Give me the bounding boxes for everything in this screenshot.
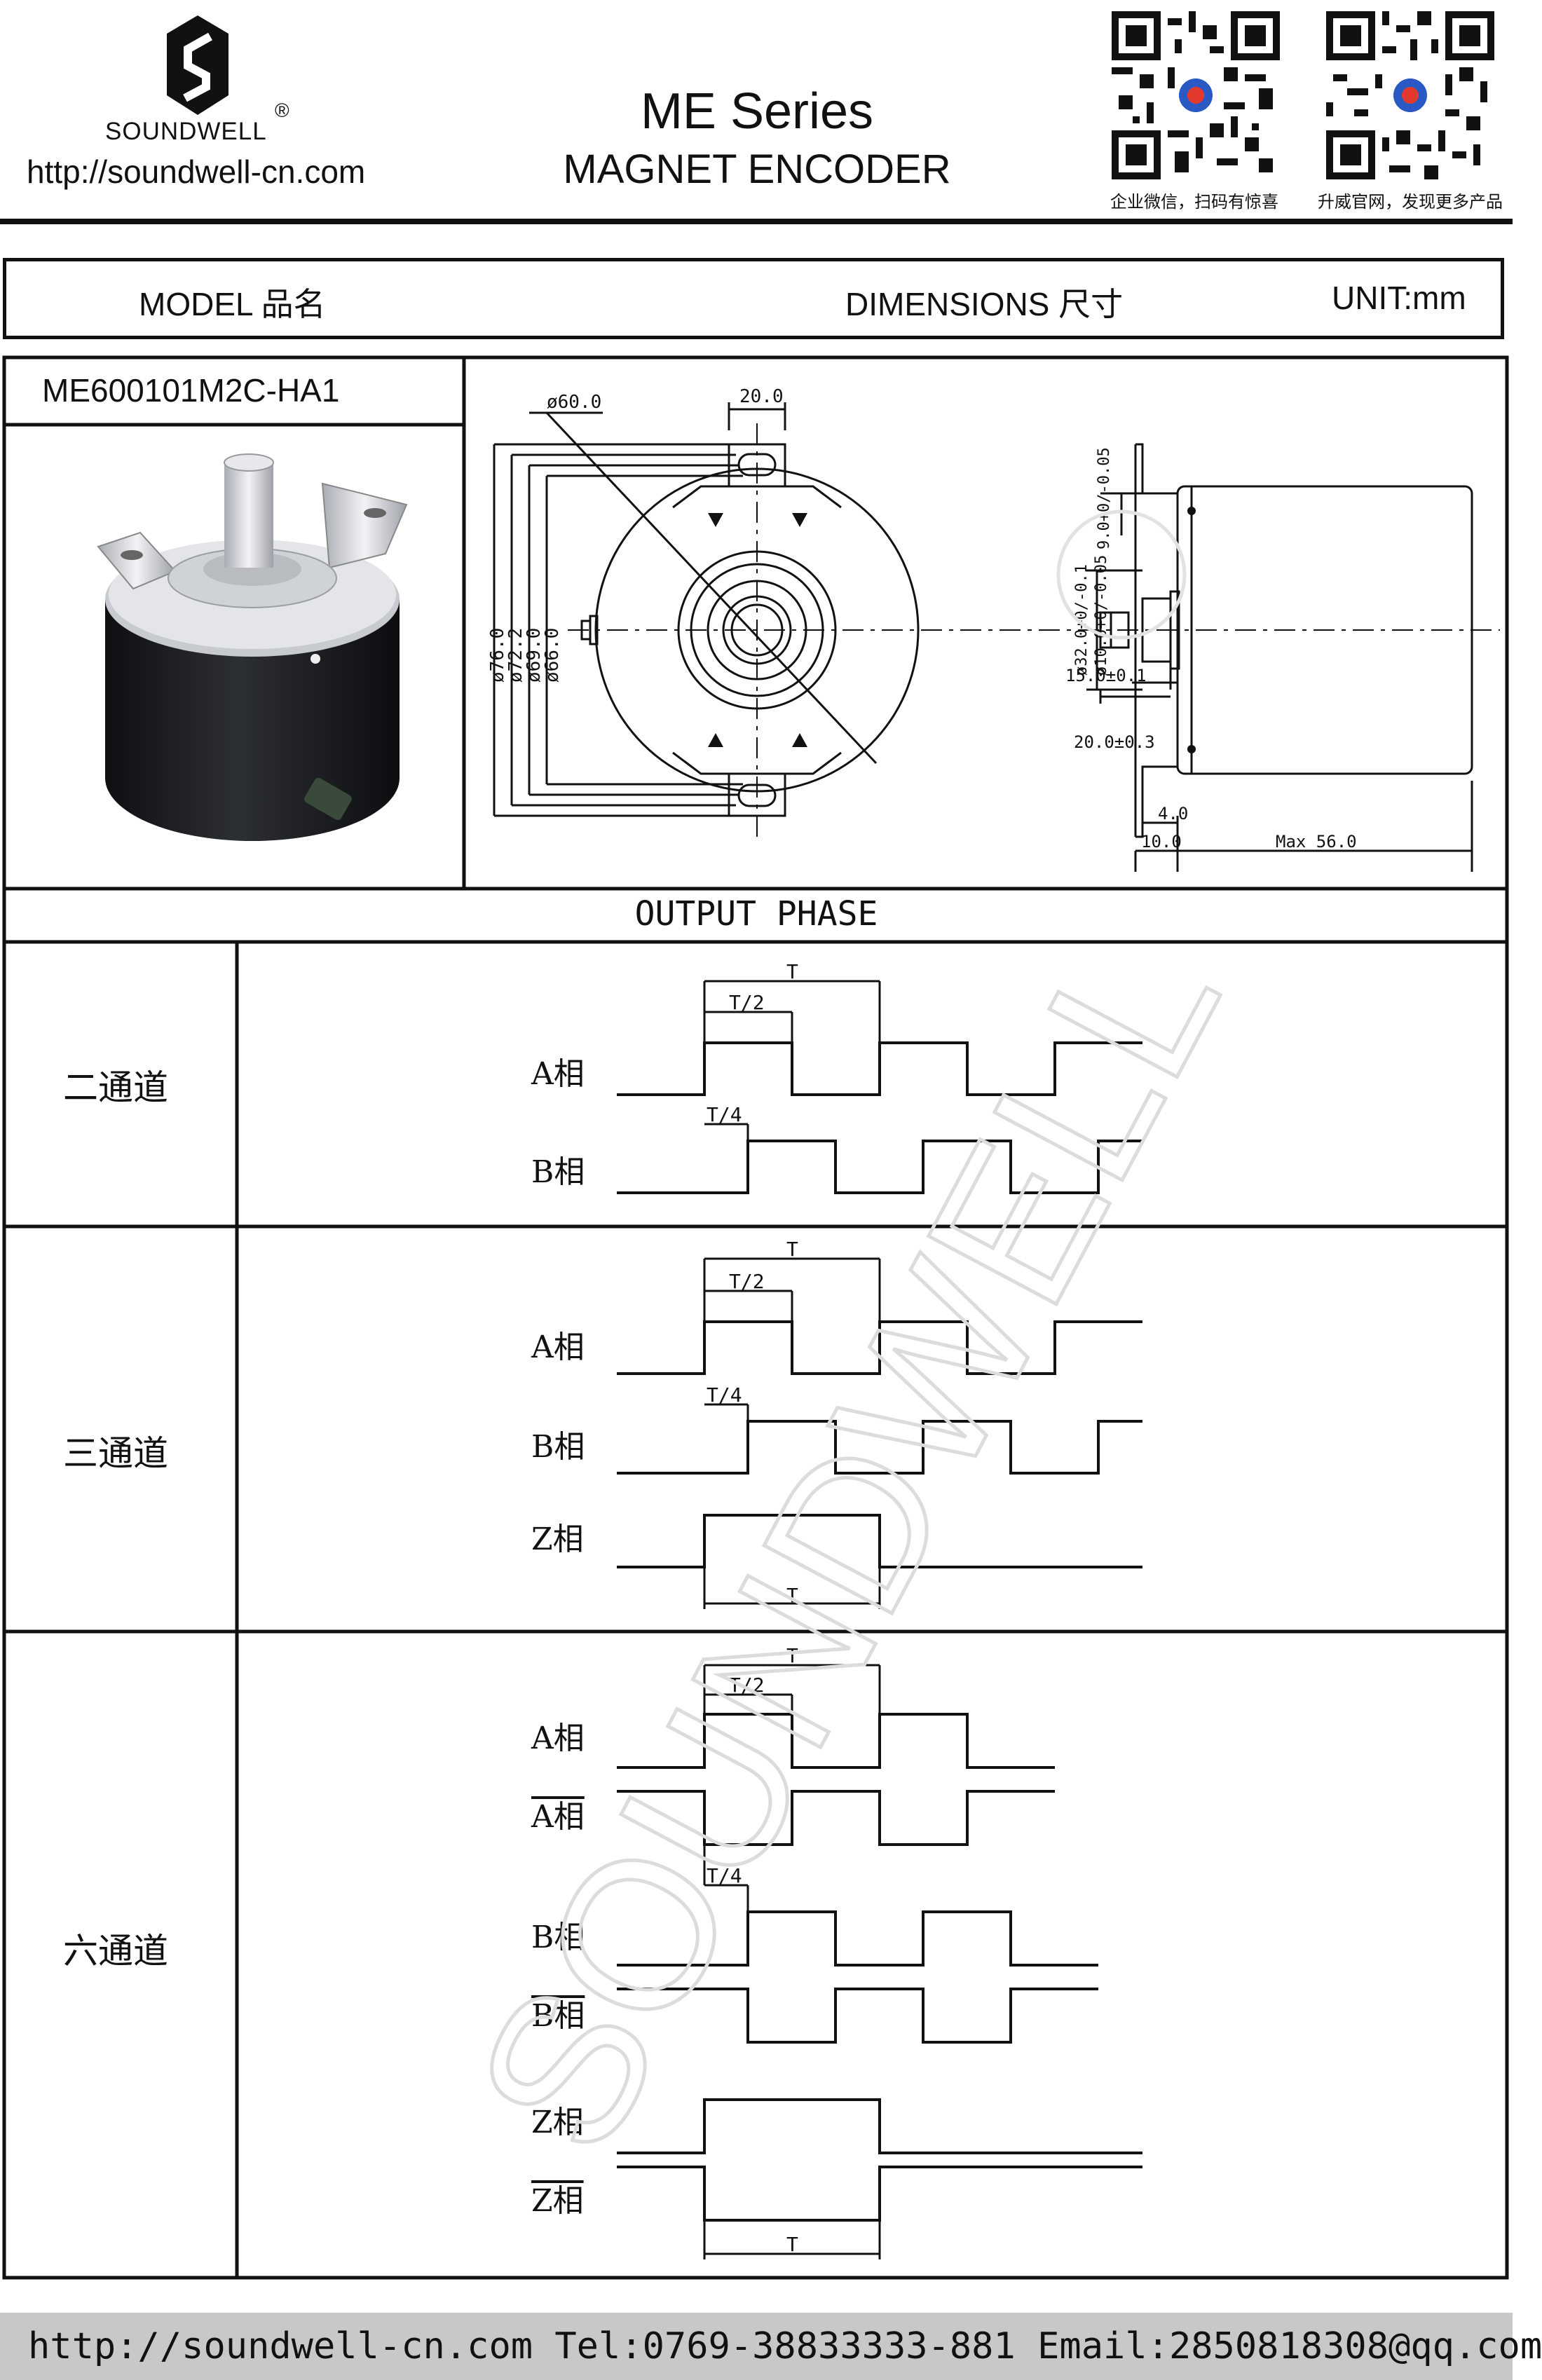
waveform-a-6ch (617, 1713, 1055, 1769)
timing-t-z-3ch: T (786, 1584, 798, 1607)
product-image (91, 449, 414, 855)
waveform-bbar-6ch (617, 1988, 1098, 2044)
phase-label-z-6ch: Z相 (531, 2105, 584, 2140)
phase-label-z-3ch: Z相 (531, 1521, 584, 1557)
phase-label-a-6ch: A相 (531, 1721, 585, 1756)
model-header: MODEL 品名 (139, 286, 326, 322)
dim-front-dia72: ø72.2 (505, 628, 526, 683)
phase-label-zbar-6ch: Z相 (531, 2183, 584, 2219)
dim-front-dia69: ø69.0 (524, 628, 545, 683)
dim-side-4: 4.0 (1158, 804, 1188, 823)
footer-contact: http://soundwell-cn.com Tel:0769-3883333… (28, 2325, 1542, 2367)
phase-label-a-2ch: A相 (531, 1056, 585, 1092)
qr-code-wechat (1112, 11, 1280, 179)
header-divider (0, 219, 1513, 224)
qr-caption-website: 升威官网，发现更多产品 (1318, 193, 1503, 212)
dim-side-15: 15.0±0.1 (1065, 666, 1147, 685)
phase-label-abar-6ch: A相 (531, 1799, 585, 1835)
footer-bar (0, 2313, 1513, 2380)
main-table-frame (2, 355, 1509, 2280)
waveform-a-3ch (617, 1320, 1142, 1375)
two-channel-label: 二通道 (63, 1067, 168, 1108)
timing-t-quarter-3ch: T/4 (707, 1383, 742, 1407)
waveform-a-2ch (617, 1041, 1142, 1096)
timing-t-6ch: T (786, 1644, 798, 1667)
dim-front-dia60: ø60.0 (547, 392, 601, 413)
timing-t-2ch: T (786, 960, 798, 983)
phase-label-b-3ch: B相 (531, 1429, 585, 1465)
timing-t-quarter-2ch: T/4 (707, 1103, 742, 1126)
dimensions-header: DIMENSIONS 尺寸 (845, 286, 1124, 322)
qr-caption-wechat: 企业微信，扫码有惊喜 (1110, 193, 1278, 212)
brand-name: SOUNDWELL (105, 118, 267, 145)
dimension-drawing: ø60.0 20.0 ø76.0 ø72.2 ø69.0 ø66.0 9.0+0… (470, 360, 1504, 886)
model-number: ME600101M2C-HA1 (42, 372, 340, 409)
waveform-z-3ch (617, 1514, 1142, 1568)
phase-label-bbar-6ch: B相 (531, 1998, 585, 2034)
timing-t-half-6ch: T/2 (729, 1674, 765, 1697)
dim-front-dia66: ø66.0 (542, 628, 563, 683)
qr-code-website (1326, 11, 1494, 179)
timing-t-quarter-6ch: T/4 (707, 1864, 742, 1887)
phase-label-b-6ch: B相 (531, 1920, 585, 1955)
timing-t-3ch: T (786, 1238, 798, 1261)
dim-side-10: 10.0 (1141, 832, 1182, 852)
three-channel-label: 三通道 (63, 1433, 168, 1474)
dim-side-20: 20.0±0.3 (1074, 732, 1155, 752)
waveform-abar-6ch (617, 1790, 1055, 1846)
registered-mark: ® (275, 100, 289, 121)
timing-t-half-3ch: T/2 (729, 1270, 765, 1293)
brand-logo (160, 13, 236, 118)
waveform-b-6ch (617, 1910, 1098, 1967)
waveform-b-2ch (617, 1140, 1142, 1194)
header-url[interactable]: http://soundwell-cn.com (27, 153, 366, 190)
table-header-box (3, 258, 1504, 339)
phase-label-b-2ch: B相 (531, 1154, 585, 1190)
dim-front-width20: 20.0 (739, 386, 784, 407)
series-subtitle: MAGNET ENCODER (563, 146, 951, 192)
timing-t-z-6ch: T (786, 2233, 798, 2256)
series-title: ME Series (640, 83, 874, 139)
dim-front-dia76: ø76.0 (487, 628, 508, 683)
timing-diagrams: T T/2 T/4 T T/2 T/4 T T T/2 T/4 T (617, 960, 1142, 2259)
phase-label-a-3ch: A相 (531, 1329, 585, 1365)
dim-side-max56: Max 56.0 (1276, 832, 1357, 852)
waveform-zbar-6ch (617, 2166, 1142, 2222)
output-phase-title: OUTPUT PHASE (634, 894, 878, 933)
six-channel-label: 六通道 (63, 1931, 168, 1971)
unit-header: UNIT:mm (1332, 280, 1466, 316)
timing-t-half-2ch: T/2 (729, 991, 765, 1014)
waveform-z-6ch (617, 2098, 1142, 2154)
waveform-b-3ch (617, 1420, 1142, 1475)
